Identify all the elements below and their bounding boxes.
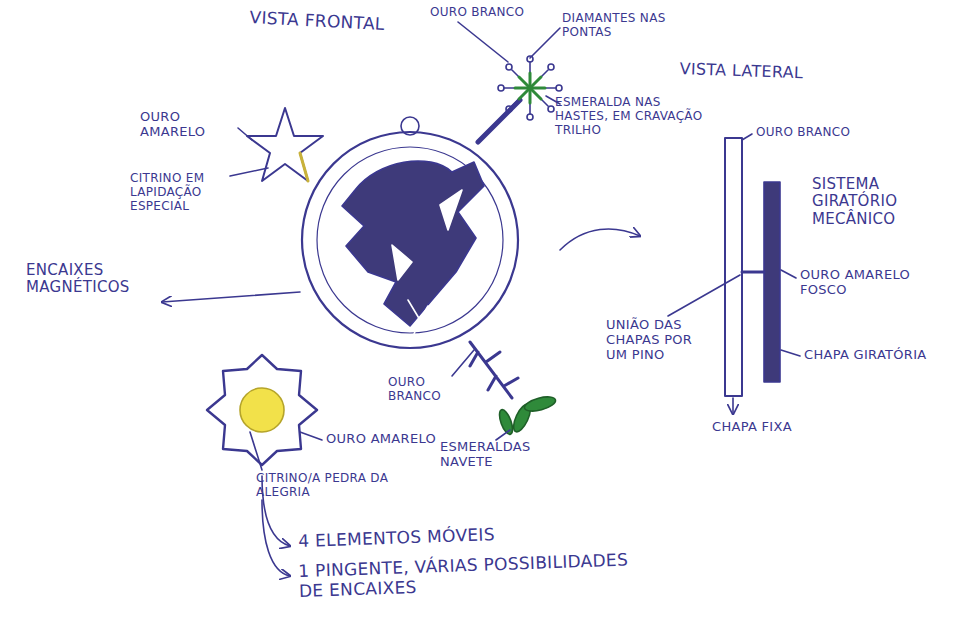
leader-line: [530, 28, 560, 58]
annotation-label: CITRINO/A PEDRA DA ALEGRIA: [256, 472, 396, 500]
view-arrow: [560, 229, 640, 250]
annotation-label: VISTA LATERAL: [679, 60, 860, 85]
leader-line: [496, 430, 510, 440]
annotation-label: 4 ELEMENTOS MÓVEIS: [298, 522, 598, 552]
leader-line: [162, 292, 300, 302]
annotation-label: 1 PINGENTE, VÁRIAS POSSIBILIDADES DE ENC…: [298, 550, 639, 601]
star-citrine-edge: [300, 153, 308, 181]
leader-line: [668, 275, 740, 316]
annotation-label: SISTEMA GIRATÓRIO MECÂNICO: [812, 176, 957, 228]
bullet-arrow: [262, 500, 290, 576]
annotation-label: OURO AMARELO: [326, 432, 436, 447]
annotation-label: OURO AMARELO: [140, 110, 240, 140]
figure-branch: [408, 300, 428, 334]
annotation-label: CITRINO EM LAPIDAÇÃO ESPECIAL: [130, 172, 240, 213]
annotation-label: CHAPA FIXA: [712, 420, 792, 435]
branch-element: [470, 342, 518, 398]
snowflake-stem: [478, 100, 520, 142]
citrine-stone: [240, 388, 284, 432]
annotation-label: DIAMANTES NAS PONTAS: [562, 12, 672, 40]
pendant-inner-ring: [317, 147, 503, 333]
fixed-plate: [725, 138, 742, 396]
annotation-label: OURO BRANCO: [430, 6, 540, 20]
leader-line: [230, 168, 268, 176]
leader-line: [238, 128, 252, 140]
leader-line: [250, 432, 262, 470]
sun-element: [207, 355, 317, 465]
rotating-plate: [764, 182, 780, 382]
navette-emerald: [497, 408, 515, 436]
leader-line: [781, 350, 800, 356]
annotation-label: CHAPA GIRATÓRIA: [804, 348, 944, 363]
annotation-label: OURO AMARELO FOSCO: [800, 268, 950, 298]
figure-notches: [392, 190, 462, 280]
leader-line: [742, 134, 752, 140]
leader-line: [458, 22, 508, 62]
annotation-label: ESMERALDAS NAVETE: [440, 440, 550, 470]
annotation-label: ESMERALDA NAS HASTES, EM CRAVAÇÃO TRILHO: [555, 96, 717, 137]
annotation-label: ENCAIXES MAGNÉTICOS: [26, 262, 156, 297]
leader-line: [781, 270, 796, 278]
leader-line: [732, 398, 734, 414]
annotation-label: OURO BRANCO: [756, 126, 866, 140]
pin: [742, 271, 764, 274]
navette-emerald: [523, 394, 557, 414]
leader-line: [452, 350, 474, 376]
annotation-label: UNIÃO DAS CHAPAS POR UM PINO: [606, 318, 716, 363]
pendant-ring: [302, 132, 518, 348]
snowflake-element: [498, 56, 562, 120]
pendant-figure: [342, 161, 484, 326]
leader-line: [300, 432, 322, 440]
annotation-label: OURO BRANCO: [388, 376, 468, 404]
